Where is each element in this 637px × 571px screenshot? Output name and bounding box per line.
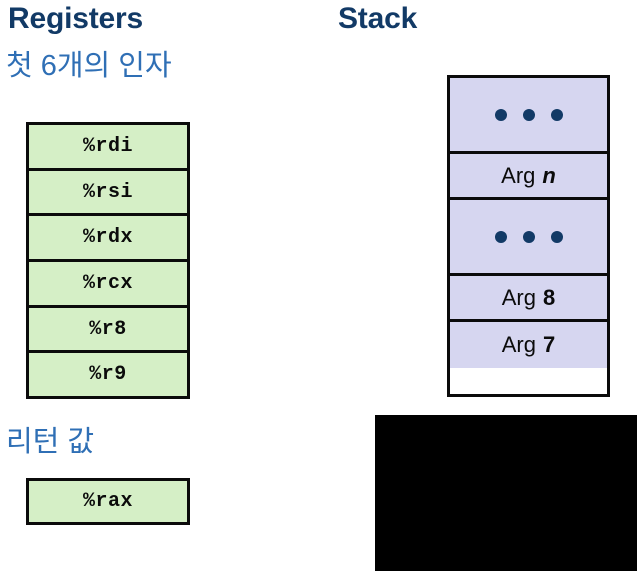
register-cell-rdi: %rdi	[29, 125, 187, 171]
stack-arg-word-7: Arg	[501, 332, 536, 357]
registers-column-heading: Registers	[8, 2, 143, 35]
ellipsis-icon	[494, 230, 563, 243]
stack-cell-arg-7: Arg 7	[450, 322, 607, 368]
stack-cell-ellipsis-top	[450, 78, 607, 154]
registers-arguments-subheading: 첫 6개의 인자	[6, 50, 172, 82]
register-cell-rcx: %rcx	[29, 262, 187, 308]
register-cell-rdx: %rdx	[29, 216, 187, 263]
register-cell-r8: %r8	[29, 307, 187, 354]
stack-arg-number-7: 7	[543, 332, 556, 357]
stack-column: Arg n Arg 8 Arg 7	[447, 75, 610, 397]
argument-registers-column: %rdi %rsi %rdx %rcx %r8 %r9	[26, 122, 190, 399]
register-cell-rsi: %rsi	[29, 170, 187, 217]
registers-return-subheading: 리턴 값	[6, 426, 95, 458]
ellipsis-icon	[494, 108, 563, 121]
stack-cell-ellipsis-middle	[450, 200, 607, 276]
stack-arg-word-n: Arg	[501, 162, 536, 188]
stack-arg-number-8: 8	[543, 284, 556, 310]
redacted-black-rectangle	[375, 415, 637, 571]
stack-arg-word-8: Arg	[501, 284, 536, 310]
stack-column-heading: Stack	[338, 2, 418, 35]
register-cell-r9: %r9	[29, 353, 187, 397]
stack-cell-arg-n: Arg n	[450, 154, 607, 200]
register-cell-rax: %rax	[29, 481, 187, 522]
stack-arg-number-n: n	[542, 162, 556, 188]
return-register-column: %rax	[26, 478, 190, 525]
stack-cell-arg-8: Arg 8	[450, 276, 607, 322]
